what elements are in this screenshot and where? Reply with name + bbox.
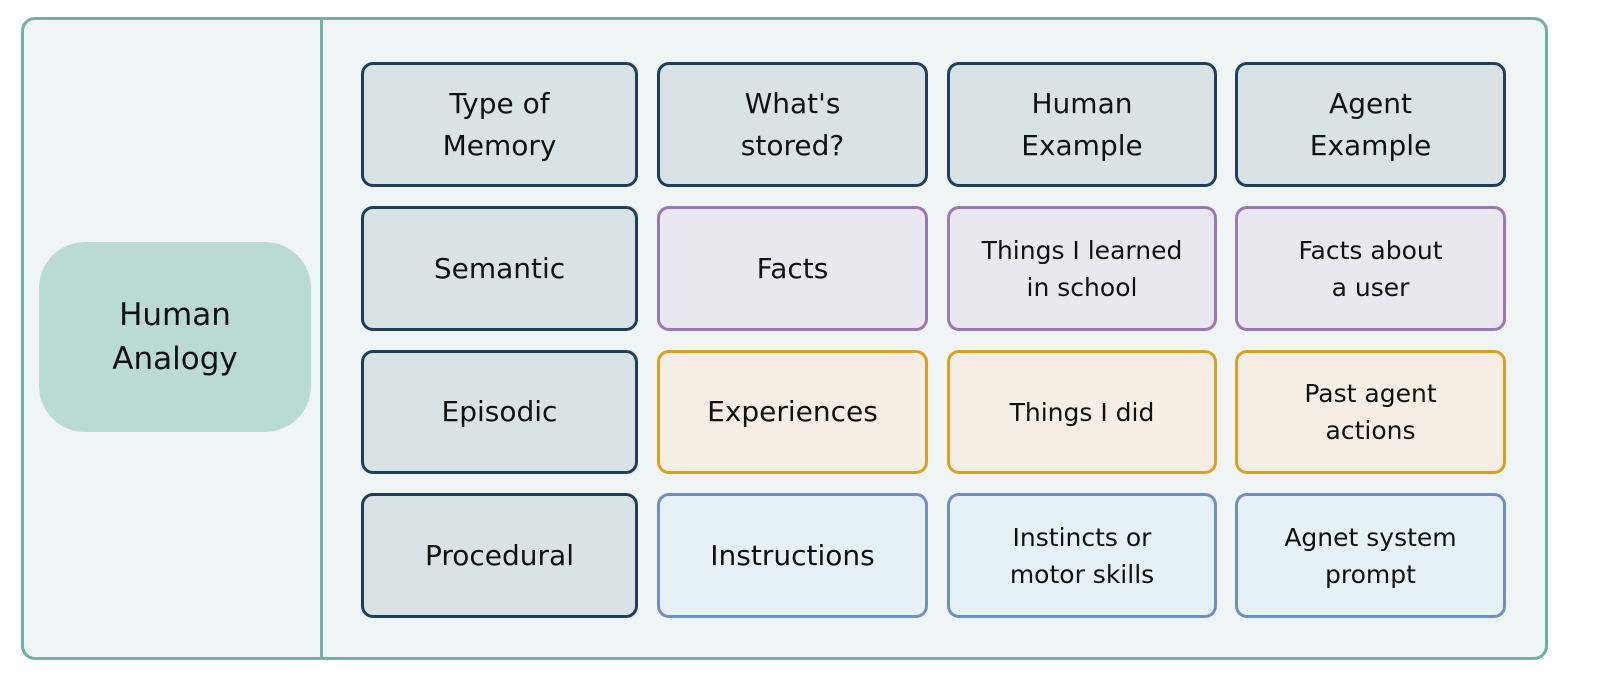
row-episodic-agent: Past agent actions <box>1235 350 1506 474</box>
row-procedural-stored: Instructions <box>657 493 928 618</box>
row-procedural-human: Instincts or motor skills <box>947 493 1217 618</box>
human-analogy-label: Human Analogy <box>39 242 311 432</box>
header-agent-example: Agent Example <box>1235 62 1506 187</box>
column-divider <box>320 17 323 660</box>
row-semantic-human: Things I learned in school <box>947 206 1217 331</box>
row-episodic-stored: Experiences <box>657 350 928 474</box>
header-human-example: Human Example <box>947 62 1217 187</box>
header-type-of-memory: Type of Memory <box>361 62 638 187</box>
header-whats-stored: What's stored? <box>657 62 928 187</box>
row-procedural-agent: Agnet system prompt <box>1235 493 1506 618</box>
row-procedural-type: Procedural <box>361 493 638 618</box>
row-semantic-type: Semantic <box>361 206 638 331</box>
row-semantic-agent: Facts about a user <box>1235 206 1506 331</box>
row-episodic-type: Episodic <box>361 350 638 474</box>
row-episodic-human: Things I did <box>947 350 1217 474</box>
human-analogy-text: Human Analogy <box>112 297 238 377</box>
row-semantic-stored: Facts <box>657 206 928 331</box>
